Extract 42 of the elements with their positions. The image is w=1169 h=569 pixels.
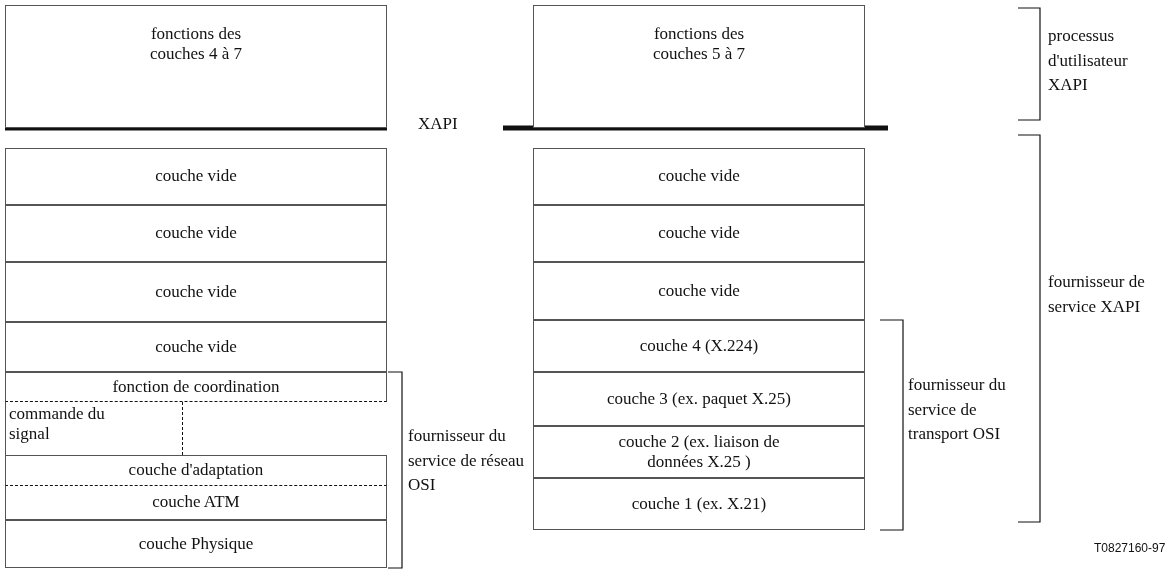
layer-box [533,148,865,205]
layer-box [533,478,865,530]
figure-code: T0827160-97 [1094,540,1166,557]
layer-box [5,148,387,205]
layer-label: couche vide [155,223,237,244]
layer-label: couche vide [658,223,740,244]
layer-label: fonctions des couches 5 à 7 [651,24,747,65]
layer-box [5,205,387,262]
bracket-label: fournisseur de service XAPI [1048,271,1146,318]
layer-box [5,455,387,486]
bracket-label: fournisseur du service de réseau OSI [408,425,526,497]
layer-box [5,322,387,372]
layer-box [5,520,387,568]
layer-label: commande du signal [9,404,106,445]
layer-label: couche 1 (ex. X.21) [631,493,767,515]
layer-label: couche 3 (ex. paquet X.25) [606,388,792,410]
layer-box [5,262,387,322]
layer-box [5,372,387,402]
layer-label: couche vide [155,336,237,358]
layer-box [533,320,865,372]
layer-label: couche vide [155,166,237,187]
layer-box [533,205,865,262]
layer-label: couche vide [658,166,740,187]
layer-label: fonctions des couches 4 à 7 [148,24,244,65]
bracket-label: processus d'utilisateur XAPI [1048,25,1129,97]
layer-box [5,5,387,128]
layer-box [5,402,183,455]
layer-label: couche 4 (X.224) [639,335,759,357]
layer-label: couche vide [155,281,237,303]
layer-box [533,5,865,128]
layer-label: couche 2 (ex. liaison de données X.25 ) [617,431,781,473]
layer-box [533,262,865,320]
layer-box [5,486,387,520]
layer-label: couche d'adaptation [128,460,264,481]
layer-label: couche Physique [138,533,254,555]
layer-label: fonction de coordination [112,376,280,398]
layer-box [533,372,865,426]
interface-label: XAPI [418,113,458,135]
layer-label: couche vide [658,280,740,302]
layer-box [533,426,865,478]
layer-label: couche ATM [152,492,240,513]
bracket-label: fournisseur du service de transport OSI [908,374,1007,446]
